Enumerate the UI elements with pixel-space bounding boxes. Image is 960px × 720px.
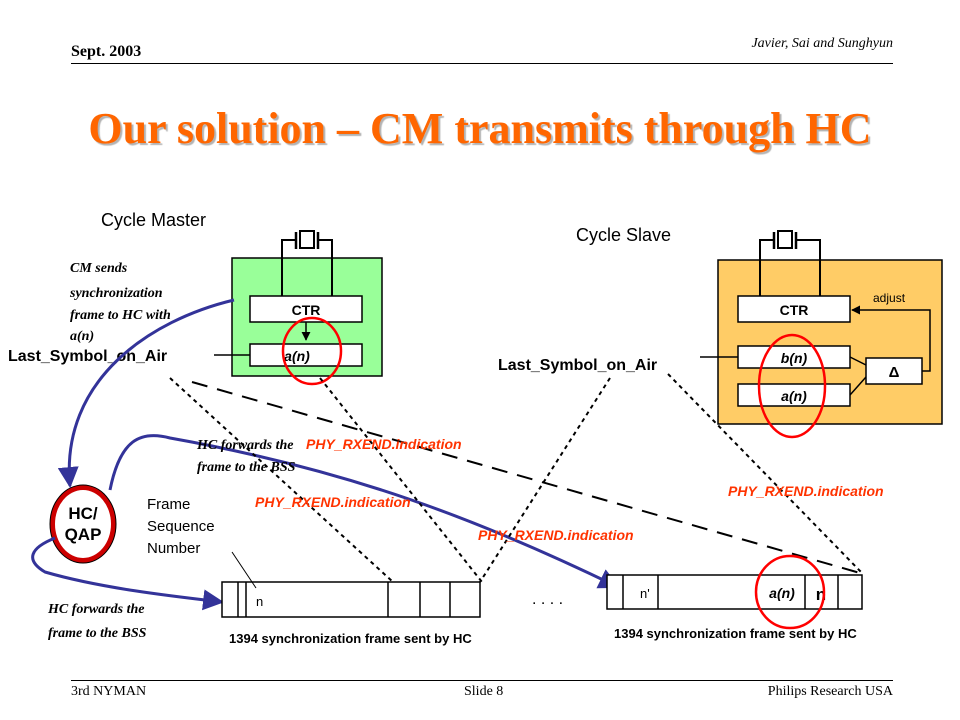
dotted-line-cm-left <box>169 377 394 583</box>
hc-qap-line2: QAP <box>65 525 102 544</box>
cm-register-label: a(n) <box>284 348 310 364</box>
cs-b-to-delta <box>849 356 867 366</box>
cm-sends-line: CM sends <box>70 261 128 276</box>
cm-sends-annotation: CM sends synchronization frame to HC wit… <box>69 261 171 344</box>
slide-title: Our solution – CM transmits through HC <box>88 104 872 153</box>
cs-ctr-label: CTR <box>780 302 809 318</box>
frame-right-caption: 1394 synchronization frame sent by HC <box>614 626 857 641</box>
dashed-line-cm-right <box>319 377 483 583</box>
frame-right-value: a(n) <box>769 585 795 601</box>
header-divider <box>71 63 893 64</box>
frame-left-caption: 1394 synchronization frame sent by HC <box>229 631 472 646</box>
cs-register-a-label: a(n) <box>781 388 807 404</box>
cm-sends-line: a(n) <box>70 329 94 344</box>
dotted-line-cs-left <box>479 377 611 583</box>
header-authors: Javier, Sai and Sunghyun <box>751 36 893 51</box>
hc-forwards-bottom-line: HC forwards the <box>47 602 144 617</box>
cycle-slave-label: Cycle Slave <box>576 225 671 245</box>
frame-right-n: n <box>816 585 826 604</box>
phy-rxend-label-3: PHY_RXEND.indication <box>478 527 634 543</box>
frame-left-seq: n <box>256 594 263 609</box>
frame-seq-pointer <box>231 551 257 589</box>
frame-right <box>606 574 863 610</box>
cm-output-label: Last_Symbol_on_Air <box>8 348 167 365</box>
cs-output-label: Last_Symbol_on_Air <box>498 357 657 374</box>
hc-to-bss-right-arrow <box>108 434 620 589</box>
cm-oscillator-icon <box>281 230 333 296</box>
hc-forwards-bottom-annotation: HC forwards the frame to the BSS <box>47 602 147 641</box>
hc-qap-line1: HC/ <box>68 504 98 523</box>
cs-oscillator-icon <box>759 230 821 296</box>
frame-seq-line: Frame <box>147 496 190 513</box>
cs-adjust-arrow <box>851 305 931 372</box>
cs-adjust-label: adjust <box>873 291 906 305</box>
frame-seq-annotation: Frame Sequence Number <box>147 496 215 557</box>
cs-register-highlight <box>757 333 827 439</box>
hc-forwards-mid-line: frame to the BSS <box>197 460 296 475</box>
frames-ellipsis: . . . . <box>532 591 563 608</box>
cm-ctr-label: CTR <box>292 302 321 318</box>
cs-ctr-box <box>737 295 851 323</box>
dashed-line-long <box>191 381 861 574</box>
phy-rxend-label-2: PHY_RXEND.indication <box>255 494 411 510</box>
cm-register-highlight <box>281 316 343 386</box>
phy-labels: PHY_RXEND.indication PHY_RXEND.indicatio… <box>255 436 884 543</box>
dotted-line-cs-right <box>667 373 863 574</box>
cs-register-b-label: b(n) <box>781 350 808 366</box>
hc-forwards-mid-annotation: HC forwards the frame to the BSS <box>196 438 296 475</box>
footer-divider <box>71 680 893 681</box>
cs-delta-symbol: Δ <box>889 364 900 381</box>
cm-sends-line: synchronization <box>69 286 163 301</box>
phy-rxend-label-1: PHY_RXEND.indication <box>306 436 462 452</box>
footer-center: Slide 8 <box>464 684 504 699</box>
cm-to-hc-arrow <box>57 298 235 489</box>
frame-right-seq: n' <box>640 586 650 601</box>
cs-a-to-delta <box>849 376 867 396</box>
hc-forwards-bottom-line: frame to the BSS <box>48 626 147 641</box>
frame-seq-line: Number <box>147 540 200 557</box>
footer-left: 3rd NYMAN <box>71 684 147 699</box>
phy-rxend-label-4: PHY_RXEND.indication <box>728 483 884 499</box>
frame-left <box>221 581 481 618</box>
header-date: Sept. 2003 <box>71 43 142 60</box>
cycle-master-label: Cycle Master <box>101 210 206 230</box>
frame-right-highlight <box>754 554 826 630</box>
frame-seq-line: Sequence <box>147 518 215 535</box>
footer-right: Philips Research USA <box>767 684 893 699</box>
hc-forwards-mid-line: HC forwards the <box>196 438 293 453</box>
hc-to-bss-left-arrow <box>31 536 225 611</box>
cm-sends-line: frame to HC with <box>70 308 171 323</box>
